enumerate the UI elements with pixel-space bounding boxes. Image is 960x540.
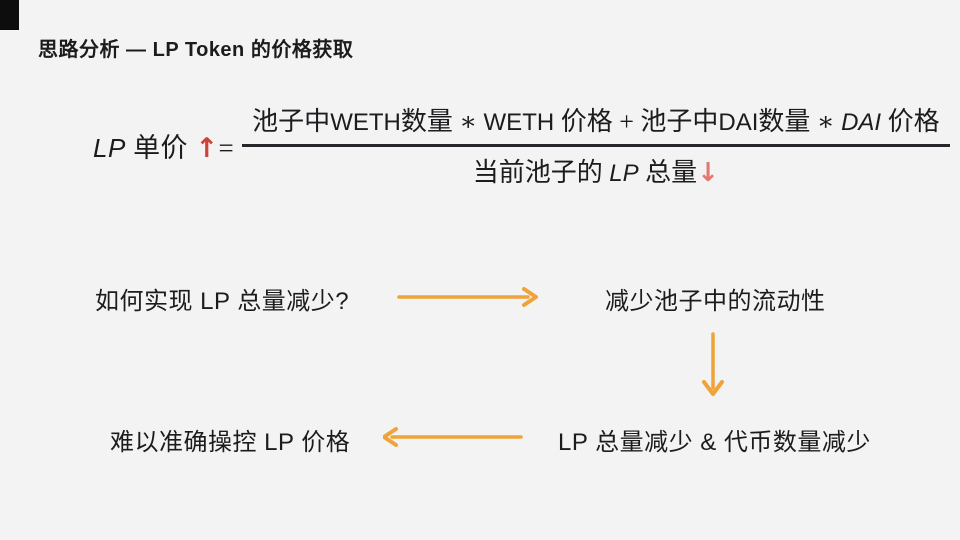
numerator-text: 池子中: [252, 107, 331, 136]
title-marker-black-square-icon: [0, 0, 19, 30]
lp-token-label-italic: LP: [609, 160, 639, 187]
weth-token-label: WETH: [330, 109, 401, 136]
flow-question: 如何实现 LP 总量减少?: [95, 288, 350, 315]
formula-lp-symbol: LP: [93, 132, 126, 163]
flow-conclusion: 难以准确操控 LP 价格: [110, 429, 351, 456]
formula-left-hand-side: LP 单价 ↑=: [93, 126, 234, 165]
numerator-text: 数量 ∗: [758, 107, 842, 136]
numerator-text: 价格: [881, 107, 940, 136]
numerator-text: 价格 + 池子中: [554, 107, 719, 136]
formula-unit-price-label: 单价: [125, 132, 196, 163]
formula-fraction: 池子中WETH数量 ∗ WETH 价格 + 池子中DAI数量 ∗ DAI 价格 …: [242, 101, 950, 189]
dai-token-label: DAI: [718, 109, 759, 136]
formula-denominator: 当前池子的 LP 总量↓: [242, 147, 949, 189]
arrow-down-icon: [702, 332, 724, 396]
lp-price-formula: LP 单价 ↑= 池子中WETH数量 ∗ WETH 价格 + 池子中DAI数量 …: [93, 101, 950, 189]
arrow-right-icon: [397, 287, 538, 307]
page-title: 思路分析 — LP Token 的价格获取: [38, 39, 354, 61]
denominator-text: 当前池子的: [472, 158, 610, 187]
flow-step-lp-supply-decrease: LP 总量减少 & 代币数量减少: [558, 429, 871, 456]
formula-numerator: 池子中WETH数量 ∗ WETH 价格 + 池子中DAI数量 ∗ DAI 价格: [242, 101, 950, 147]
numerator-text: 数量 ∗: [400, 107, 484, 136]
formula-equals-sign: =: [218, 132, 235, 163]
flow-step-reduce-liquidity: 减少池子中的流动性: [605, 288, 826, 315]
dai-token-label-italic: DAI: [841, 109, 882, 136]
supply-down-arrow-icon: ↓: [697, 158, 719, 188]
weth-token-label: WETH: [483, 109, 555, 136]
price-up-arrow-icon: ↑: [195, 132, 219, 164]
denominator-text: 总量: [638, 158, 698, 187]
arrow-left-icon: [383, 427, 523, 447]
